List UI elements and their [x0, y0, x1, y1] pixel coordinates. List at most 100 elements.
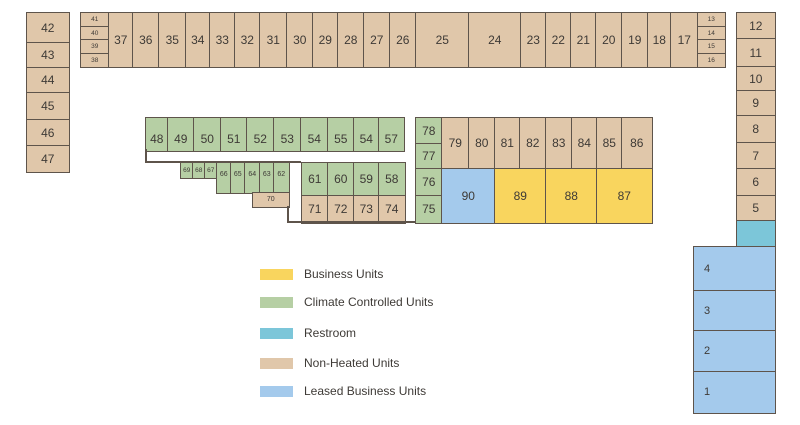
unit-label: 62 [277, 171, 286, 178]
unit-72[interactable]: 72 [327, 195, 355, 224]
unit-11[interactable]: 11 [736, 38, 776, 68]
unit-52[interactable]: 52 [246, 117, 275, 152]
unit-18[interactable]: 18 [647, 12, 672, 68]
unit-47[interactable]: 47 [26, 145, 70, 173]
unit-label: 44 [41, 73, 55, 88]
unit-24[interactable]: 24 [468, 12, 522, 68]
unit-label: 88 [564, 188, 578, 203]
unit-38[interactable]: 38 [80, 52, 110, 68]
unit-label: 36 [139, 32, 153, 47]
unit-83[interactable]: 83 [545, 117, 573, 170]
unit-54[interactable]: 54 [300, 117, 329, 152]
unit-81[interactable]: 81 [494, 117, 521, 170]
unit-51[interactable]: 51 [220, 117, 248, 152]
unit-30[interactable]: 30 [286, 12, 314, 68]
unit-3[interactable]: 3 [693, 290, 776, 332]
unit-21[interactable]: 21 [570, 12, 597, 68]
unit-86[interactable]: 86 [621, 117, 653, 170]
unit-60[interactable]: 60 [327, 162, 355, 197]
unit-17[interactable]: 17 [670, 12, 699, 68]
unit-76[interactable]: 76 [415, 168, 443, 197]
unit-9[interactable]: 9 [736, 90, 776, 117]
unit-58[interactable]: 58 [378, 162, 406, 197]
unit-label: 54 [359, 131, 373, 146]
unit-19[interactable]: 19 [621, 12, 649, 68]
unit-80[interactable]: 80 [468, 117, 496, 170]
unit-88[interactable]: 88 [545, 168, 598, 224]
unit-74[interactable]: 74 [378, 195, 406, 224]
unit-49[interactable]: 49 [167, 117, 195, 152]
unit-2[interactable]: 2 [693, 330, 776, 373]
unit-label: 71 [308, 202, 322, 217]
unit-55[interactable]: 55 [327, 117, 355, 152]
unit-8[interactable]: 8 [736, 115, 776, 144]
unit-53[interactable]: 53 [273, 117, 302, 152]
unit-70[interactable]: 70 [252, 192, 290, 208]
unit-31[interactable]: 31 [259, 12, 288, 68]
unit-label: 18 [652, 32, 666, 47]
unit-77[interactable]: 77 [415, 143, 443, 170]
unit-label: 59 [359, 172, 373, 187]
unit-label: 40 [91, 29, 99, 37]
unit-23[interactable]: 23 [520, 12, 547, 68]
unit-73[interactable]: 73 [353, 195, 380, 224]
unit-87[interactable]: 87 [596, 168, 653, 224]
unit-54[interactable]: 54 [353, 117, 380, 152]
unit-32[interactable]: 32 [234, 12, 261, 68]
unit-71[interactable]: 71 [301, 195, 329, 224]
unit-label: 66 [219, 171, 228, 178]
unit-78[interactable]: 78 [415, 117, 443, 145]
unit-34[interactable]: 34 [185, 12, 211, 68]
unit-79[interactable]: 79 [441, 117, 470, 170]
unit-85[interactable]: 85 [596, 117, 623, 170]
unit-6[interactable]: 6 [736, 168, 776, 197]
unit-7[interactable]: 7 [736, 142, 776, 170]
unit-label: 47 [41, 151, 55, 166]
unit-57[interactable]: 57 [378, 117, 405, 152]
unit-33[interactable]: 33 [209, 12, 236, 68]
unit-89[interactable]: 89 [494, 168, 547, 224]
unit-25[interactable]: 25 [415, 12, 470, 68]
unit-82[interactable]: 82 [519, 117, 547, 170]
unit-label: 87 [617, 188, 631, 203]
unit-61[interactable]: 61 [301, 162, 329, 197]
unit-48[interactable]: 48 [145, 117, 169, 152]
unit-90[interactable]: 90 [441, 168, 496, 224]
unit-label: 73 [359, 202, 373, 217]
unit-1[interactable]: 1 [693, 371, 776, 414]
unit-75[interactable]: 75 [415, 195, 443, 224]
unit-label: 70 [266, 196, 275, 204]
unit-29[interactable]: 29 [312, 12, 339, 68]
unit-84[interactable]: 84 [571, 117, 598, 170]
unit-59[interactable]: 59 [353, 162, 380, 197]
unit-22[interactable]: 22 [545, 12, 572, 68]
unit-27[interactable]: 27 [363, 12, 391, 68]
unit-26[interactable]: 26 [389, 12, 417, 68]
unit-label: 63 [262, 171, 271, 178]
unit-46[interactable]: 46 [26, 119, 70, 147]
unit-42[interactable]: 42 [26, 12, 70, 44]
unit-28[interactable]: 28 [337, 12, 365, 68]
unit-label: 51 [227, 131, 241, 146]
unit-20[interactable]: 20 [595, 12, 623, 68]
unit-5[interactable]: 5 [736, 195, 776, 222]
unit-16[interactable]: 16 [697, 52, 726, 68]
unit-50[interactable]: 50 [193, 117, 222, 152]
unit-62[interactable]: 62 [273, 162, 290, 194]
unit-36[interactable]: 36 [132, 12, 160, 68]
unit-label: 82 [526, 136, 540, 151]
unit-4[interactable]: 4 [693, 246, 776, 292]
unit-35[interactable]: 35 [158, 12, 187, 68]
restroom[interactable] [736, 220, 776, 248]
unit-45[interactable]: 45 [26, 92, 70, 121]
wall-line [287, 221, 415, 223]
unit-43[interactable]: 43 [26, 42, 70, 69]
unit-37[interactable]: 37 [108, 12, 134, 68]
unit-label: 12 [749, 18, 763, 33]
legend-label: Leased Business Units [304, 384, 427, 398]
unit-10[interactable]: 10 [736, 66, 776, 92]
unit-label: 17 [677, 32, 691, 47]
unit-44[interactable]: 44 [26, 67, 70, 94]
unit-12[interactable]: 12 [736, 12, 776, 40]
unit-label: 28 [344, 32, 358, 47]
